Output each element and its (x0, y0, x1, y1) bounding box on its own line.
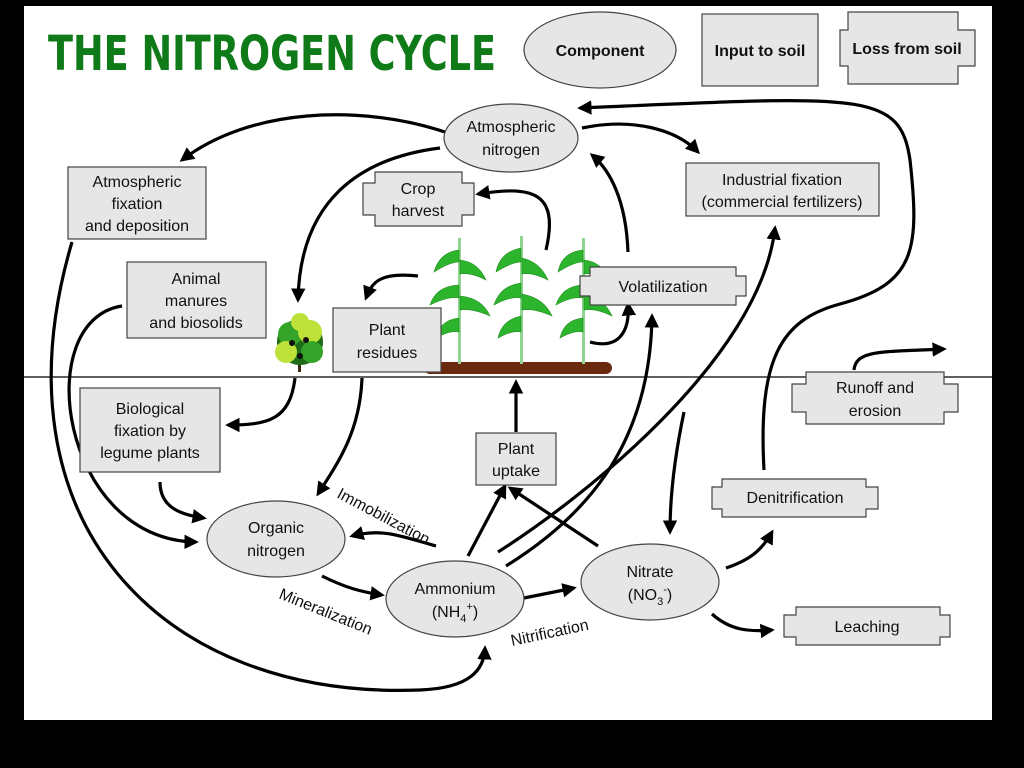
arrow-volatilization-to-atm (589, 153, 630, 253)
component-ammonium: Ammonium (NH4+) (385, 560, 525, 638)
arrow-biological-to-organic (158, 481, 207, 524)
input-plant-uptake: Plant uptake (475, 432, 557, 486)
svg-text:Atmospheric: Atmospheric (93, 174, 182, 191)
arrow-mineralization (321, 574, 385, 601)
arrow-nitrate-to-uptake (507, 486, 599, 548)
svg-text:Volatilization: Volatilization (619, 279, 708, 296)
svg-text:(NO3-): (NO3-) (628, 584, 672, 608)
arrow-manures-to-organic (67, 304, 199, 550)
svg-text:Plant: Plant (498, 441, 535, 458)
input-animal-manures: Animal manures and biosolids (126, 261, 267, 339)
arrow-residues-to-organic (316, 377, 364, 497)
arrow-atm-to-deposition (179, 113, 446, 162)
nitrogen-cycle-diagram: THE NITROGEN CYCLE Component Input to so… (24, 11, 992, 692)
svg-text:erosion: erosion (849, 403, 901, 420)
svg-text:Atmospheric: Atmospheric (467, 119, 556, 136)
arrow-nitrate-to-denitrification (725, 529, 774, 570)
svg-text:Leaching: Leaching (835, 619, 900, 636)
loss-leaching: Leaching (783, 606, 951, 646)
svg-text:Nitrate: Nitrate (626, 564, 673, 581)
svg-text:nitrogen: nitrogen (247, 543, 305, 560)
arrow-deposition-to-ammonium (49, 241, 492, 692)
legume-plant-icon (275, 313, 323, 372)
process-mineralization: Mineralization (277, 586, 375, 639)
arrow-denitrification-to-atm (577, 99, 916, 471)
svg-text:harvest: harvest (392, 203, 445, 220)
legend-input-label: Input to soil (715, 43, 806, 60)
legend-component-label: Component (556, 43, 646, 60)
diagram-slide: THE NITROGEN CYCLE Component Input to so… (24, 6, 992, 720)
arrow-immobilization (349, 526, 437, 548)
svg-text:fixation: fixation (112, 196, 163, 213)
svg-text:Runoff and: Runoff and (836, 380, 914, 397)
svg-text:Plant: Plant (369, 322, 406, 339)
arrow-to-nitrate (662, 411, 686, 535)
svg-text:Ammonium: Ammonium (415, 581, 496, 598)
loss-denitrification: Denitrification (711, 478, 879, 518)
svg-text:(commercial fertilizers): (commercial fertilizers) (702, 194, 863, 211)
svg-text:residues: residues (357, 345, 417, 362)
arrow-nitrate-to-leaching (710, 612, 775, 639)
input-plant-residues: Plant residues (332, 307, 442, 373)
arrow-ammonium-to-volatilization (505, 313, 660, 568)
arrow-nitrification (523, 583, 577, 600)
legend-loss-shape (839, 11, 976, 85)
svg-text:and deposition: and deposition (85, 218, 189, 235)
arrow-runoff-out (852, 342, 947, 371)
arrow-crops-to-residues (363, 273, 419, 301)
arrow-crops-to-volatilization (589, 301, 637, 346)
loss-volatilization: Volatilization (579, 266, 747, 306)
legend-component-shape (523, 11, 677, 89)
legend-input-shape (701, 13, 819, 87)
loss-crop-harvest: Crop harvest (362, 171, 475, 227)
crop-plants-icon (429, 236, 613, 364)
arrow-legume-to-biological (225, 377, 297, 433)
svg-text:fixation by: fixation by (114, 423, 186, 440)
component-nitrate: Nitrate (NO3-) (580, 543, 720, 621)
soil-strip (424, 362, 612, 374)
svg-text:Animal: Animal (172, 271, 221, 288)
legend-loss-label: Loss from soil (852, 41, 961, 58)
svg-text:Denitrification: Denitrification (747, 490, 844, 507)
svg-text:manures: manures (165, 293, 227, 310)
svg-text:Industrial fixation: Industrial fixation (722, 172, 842, 189)
component-atmospheric-nitrogen: Atmospheric nitrogen (443, 103, 579, 173)
svg-text:legume plants: legume plants (100, 445, 200, 462)
svg-text:nitrogen: nitrogen (482, 142, 540, 159)
svg-text:Biological: Biological (116, 401, 184, 418)
input-industrial-fixation: Industrial fixation (commercial fertiliz… (685, 162, 880, 217)
arrow-industrial-to-ammonium (497, 225, 781, 554)
input-biological-fixation: Biological fixation by legume plants (79, 387, 221, 473)
input-atmospheric-fixation: Atmospheric fixation and deposition (67, 166, 207, 240)
loss-runoff-erosion: Runoff and erosion (791, 371, 959, 425)
arrow-atm-to-legume (291, 146, 441, 303)
flow-arrows (49, 99, 947, 692)
svg-text:uptake: uptake (492, 463, 540, 480)
process-immobilization: Immobilization (334, 486, 432, 549)
component-organic-nitrogen: Organic nitrogen (206, 500, 346, 578)
arrow-atm-to-industrial (581, 122, 700, 155)
svg-text:and biosolids: and biosolids (149, 315, 242, 332)
arrow-ammonium-to-uptake (466, 483, 507, 557)
page-title: THE NITROGEN CYCLE (48, 26, 496, 82)
arrow-crops-to-harvest (475, 185, 552, 251)
svg-text:(NH4+): (NH4+) (432, 601, 478, 625)
svg-text:Organic: Organic (248, 520, 304, 537)
legend: Component Input to soil Loss from soil (523, 11, 976, 89)
svg-text:Crop: Crop (401, 181, 436, 198)
process-nitrification: Nitrification (509, 617, 590, 650)
